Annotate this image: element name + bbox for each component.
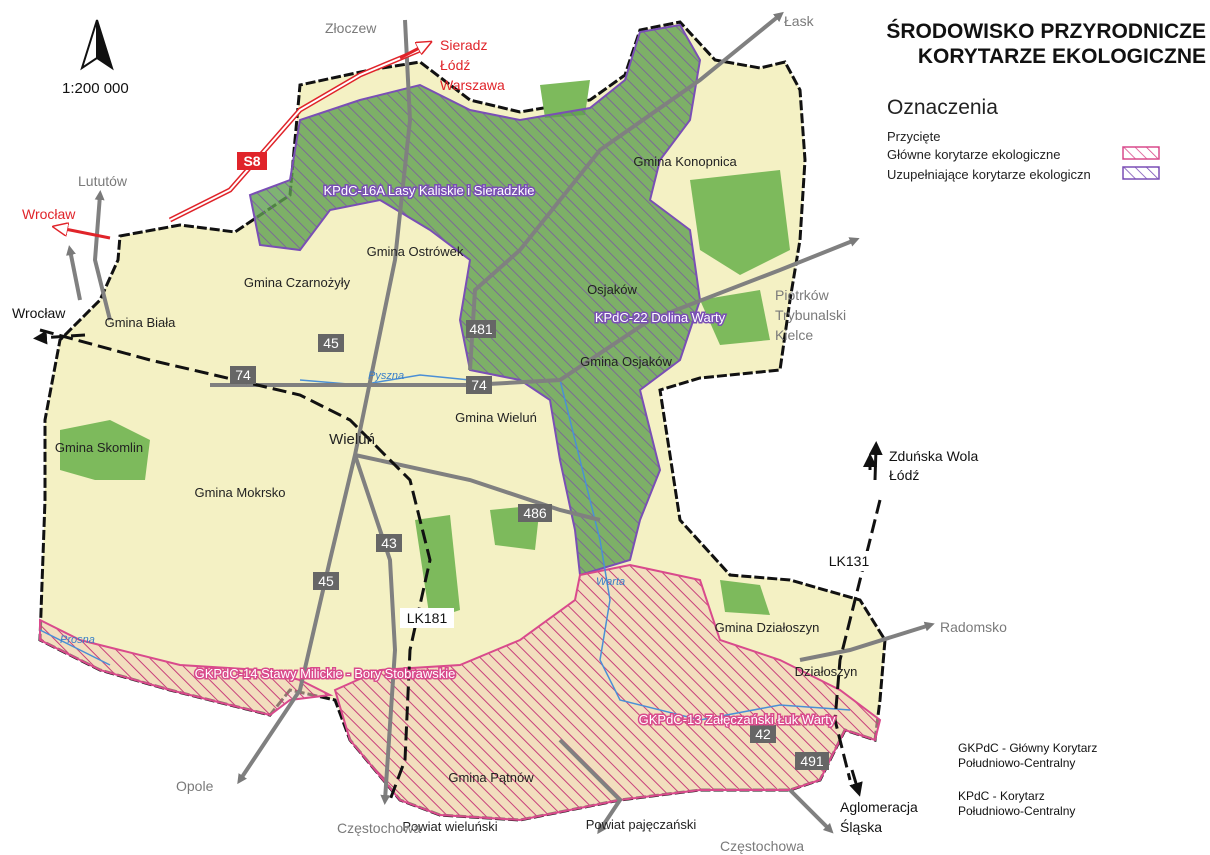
road-45-label: 45 — [318, 573, 334, 589]
note-gkpdc-line1: GKPdC - Główny Korytarz — [958, 741, 1098, 755]
gmina-czarnozyly-label: Gmina Czarnożyły — [244, 275, 351, 290]
dest-czestochowa-left: Częstochowa — [337, 820, 421, 836]
main-corridor-west — [39, 618, 334, 717]
legend-item-supplementary: Uzupełniające korytarze ekologiczn — [887, 167, 1091, 182]
town-wielun-label: Wieluń — [329, 431, 375, 448]
dest-wroclaw-red: Wrocław — [22, 206, 76, 222]
scale-label: 1:200 000 — [62, 80, 129, 97]
town-dzialoszyn-label: Działoszyn — [795, 664, 858, 679]
corridor-kpdc16a-label: KPdC-16A Lasy Kaliskie i Sieradzkie — [324, 183, 535, 198]
river-pyszna-label: Pyszna — [368, 370, 404, 382]
rail-lk181-label: LK181 — [407, 610, 448, 626]
road-74-label: 74 — [235, 367, 251, 383]
gmina-dzialoszyn-label: Gmina Działoszyn — [715, 620, 820, 635]
road-shields — [230, 152, 829, 770]
legend-swatch-main — [1122, 146, 1160, 160]
dest-piotrkow: Piotrków — [775, 287, 830, 303]
corridor-gkpdc13-label: GKPdC-13 Załęczański Łuk Warty — [639, 712, 836, 727]
gmina-mokrsko-label: Gmina Mokrsko — [194, 485, 285, 500]
dest-radomsko: Radomsko — [940, 619, 1007, 635]
note-gkpdc-line2: Południowo-Centralny — [958, 756, 1076, 770]
dest-opole: Opole — [176, 778, 214, 794]
gmina-patnow-label: Gmina Pątnów — [448, 770, 534, 785]
dest-zloczew: Złoczew — [325, 20, 377, 36]
corridor-gkpdc14-label: GKPdC-14 Stawy Milickie - Bory Stobrawsk… — [195, 666, 456, 681]
gmina-biala-label: Gmina Biała — [105, 315, 177, 330]
road-486-label: 486 — [523, 505, 547, 521]
road-43-label: 43 — [381, 535, 397, 551]
river-warta-label: Warta — [596, 576, 625, 588]
legend-item-main: Główne korytarze ekologiczne — [887, 147, 1060, 162]
dest-warszawa: Warszawa — [440, 77, 505, 93]
dest-wroclaw-black: Wrocław — [12, 305, 66, 321]
legend-item-label: Główne korytarze ekologiczne — [887, 147, 1061, 162]
road-481-label: 481 — [469, 321, 493, 337]
legend-heading: Oznaczenia — [887, 96, 998, 119]
note-gkpdc: GKPdC - Główny Korytarz Południowo-Centr… — [958, 741, 1097, 771]
dest-trybunalski: Trybunalski — [775, 307, 846, 323]
dest-zdunska: Zduńska Wola — [889, 448, 978, 464]
road-45-label: 45 — [323, 335, 339, 351]
gmina-wielun-label: Gmina Wieluń — [455, 410, 537, 425]
gmina-osjakow-label: Gmina Osjaków — [580, 354, 672, 369]
forest-patches — [60, 80, 790, 620]
roads — [66, 11, 935, 835]
legend-item-label: Uzupełniające korytarze ekologiczn — [887, 167, 1091, 182]
dest-lodz-right: Łódź — [889, 467, 919, 483]
map-title-line2: KORYTARZE EKOLOGICZNE — [917, 45, 1206, 68]
dest-lututow: Lututów — [78, 173, 128, 189]
note-kpdc-line2: Południowo-Centralny — [958, 804, 1076, 818]
dest-lodz-top: Łódź — [440, 57, 470, 73]
note-kpdc-line1: KPdC - Korytarz — [958, 789, 1045, 803]
river-prosna-label: Prosna — [60, 634, 95, 646]
gmina-skomlin-label: Gmina Skomlin — [55, 440, 143, 455]
powiat-wielunski-label: Powiat wieluński — [402, 819, 497, 834]
rivers — [39, 374, 851, 721]
map-title: ŚRODOWISKO PRZYRODNICZE KORYTARZE EKOLOG… — [846, 19, 1206, 69]
dest-lask: Łask — [784, 13, 815, 29]
corridor-kpdc22-label: KPdC-22 Dolina Warty — [595, 310, 726, 325]
note-kpdc: KPdC - Korytarz Południowo-Centralny — [958, 789, 1075, 819]
dest-slaska: Śląska — [840, 818, 882, 835]
dest-kielce: Kielce — [775, 327, 813, 343]
railways — [33, 328, 882, 801]
map-title-line1: ŚRODOWISKO PRZYRODNICZE — [886, 20, 1206, 43]
legend-swatch-supplementary — [1122, 166, 1160, 180]
dest-czestochowa-right: Częstochowa — [720, 838, 804, 854]
dest-aglomeracja: Aglomeracja — [840, 799, 918, 815]
dest-sieradz: Sieradz — [440, 37, 487, 53]
north-arrow-icon — [80, 19, 114, 71]
road-74-label: 74 — [471, 377, 487, 393]
road-s8-label: S8 — [243, 153, 260, 169]
main-corridor-south — [333, 563, 882, 822]
powiat-pajeczanski-label: Powiat pajęczański — [586, 817, 697, 832]
legend-subheading: Przycięte — [887, 129, 941, 144]
road-491-label: 491 — [800, 753, 824, 769]
gmina-ostrowek-label: Gmina Ostrówek — [367, 244, 464, 259]
road-42-label: 42 — [755, 726, 771, 742]
rail-lk131-label: LK131 — [829, 553, 870, 569]
town-osjakow-label: Osjaków — [587, 282, 637, 297]
gmina-konopnica-label: Gmina Konopnica — [633, 154, 737, 169]
